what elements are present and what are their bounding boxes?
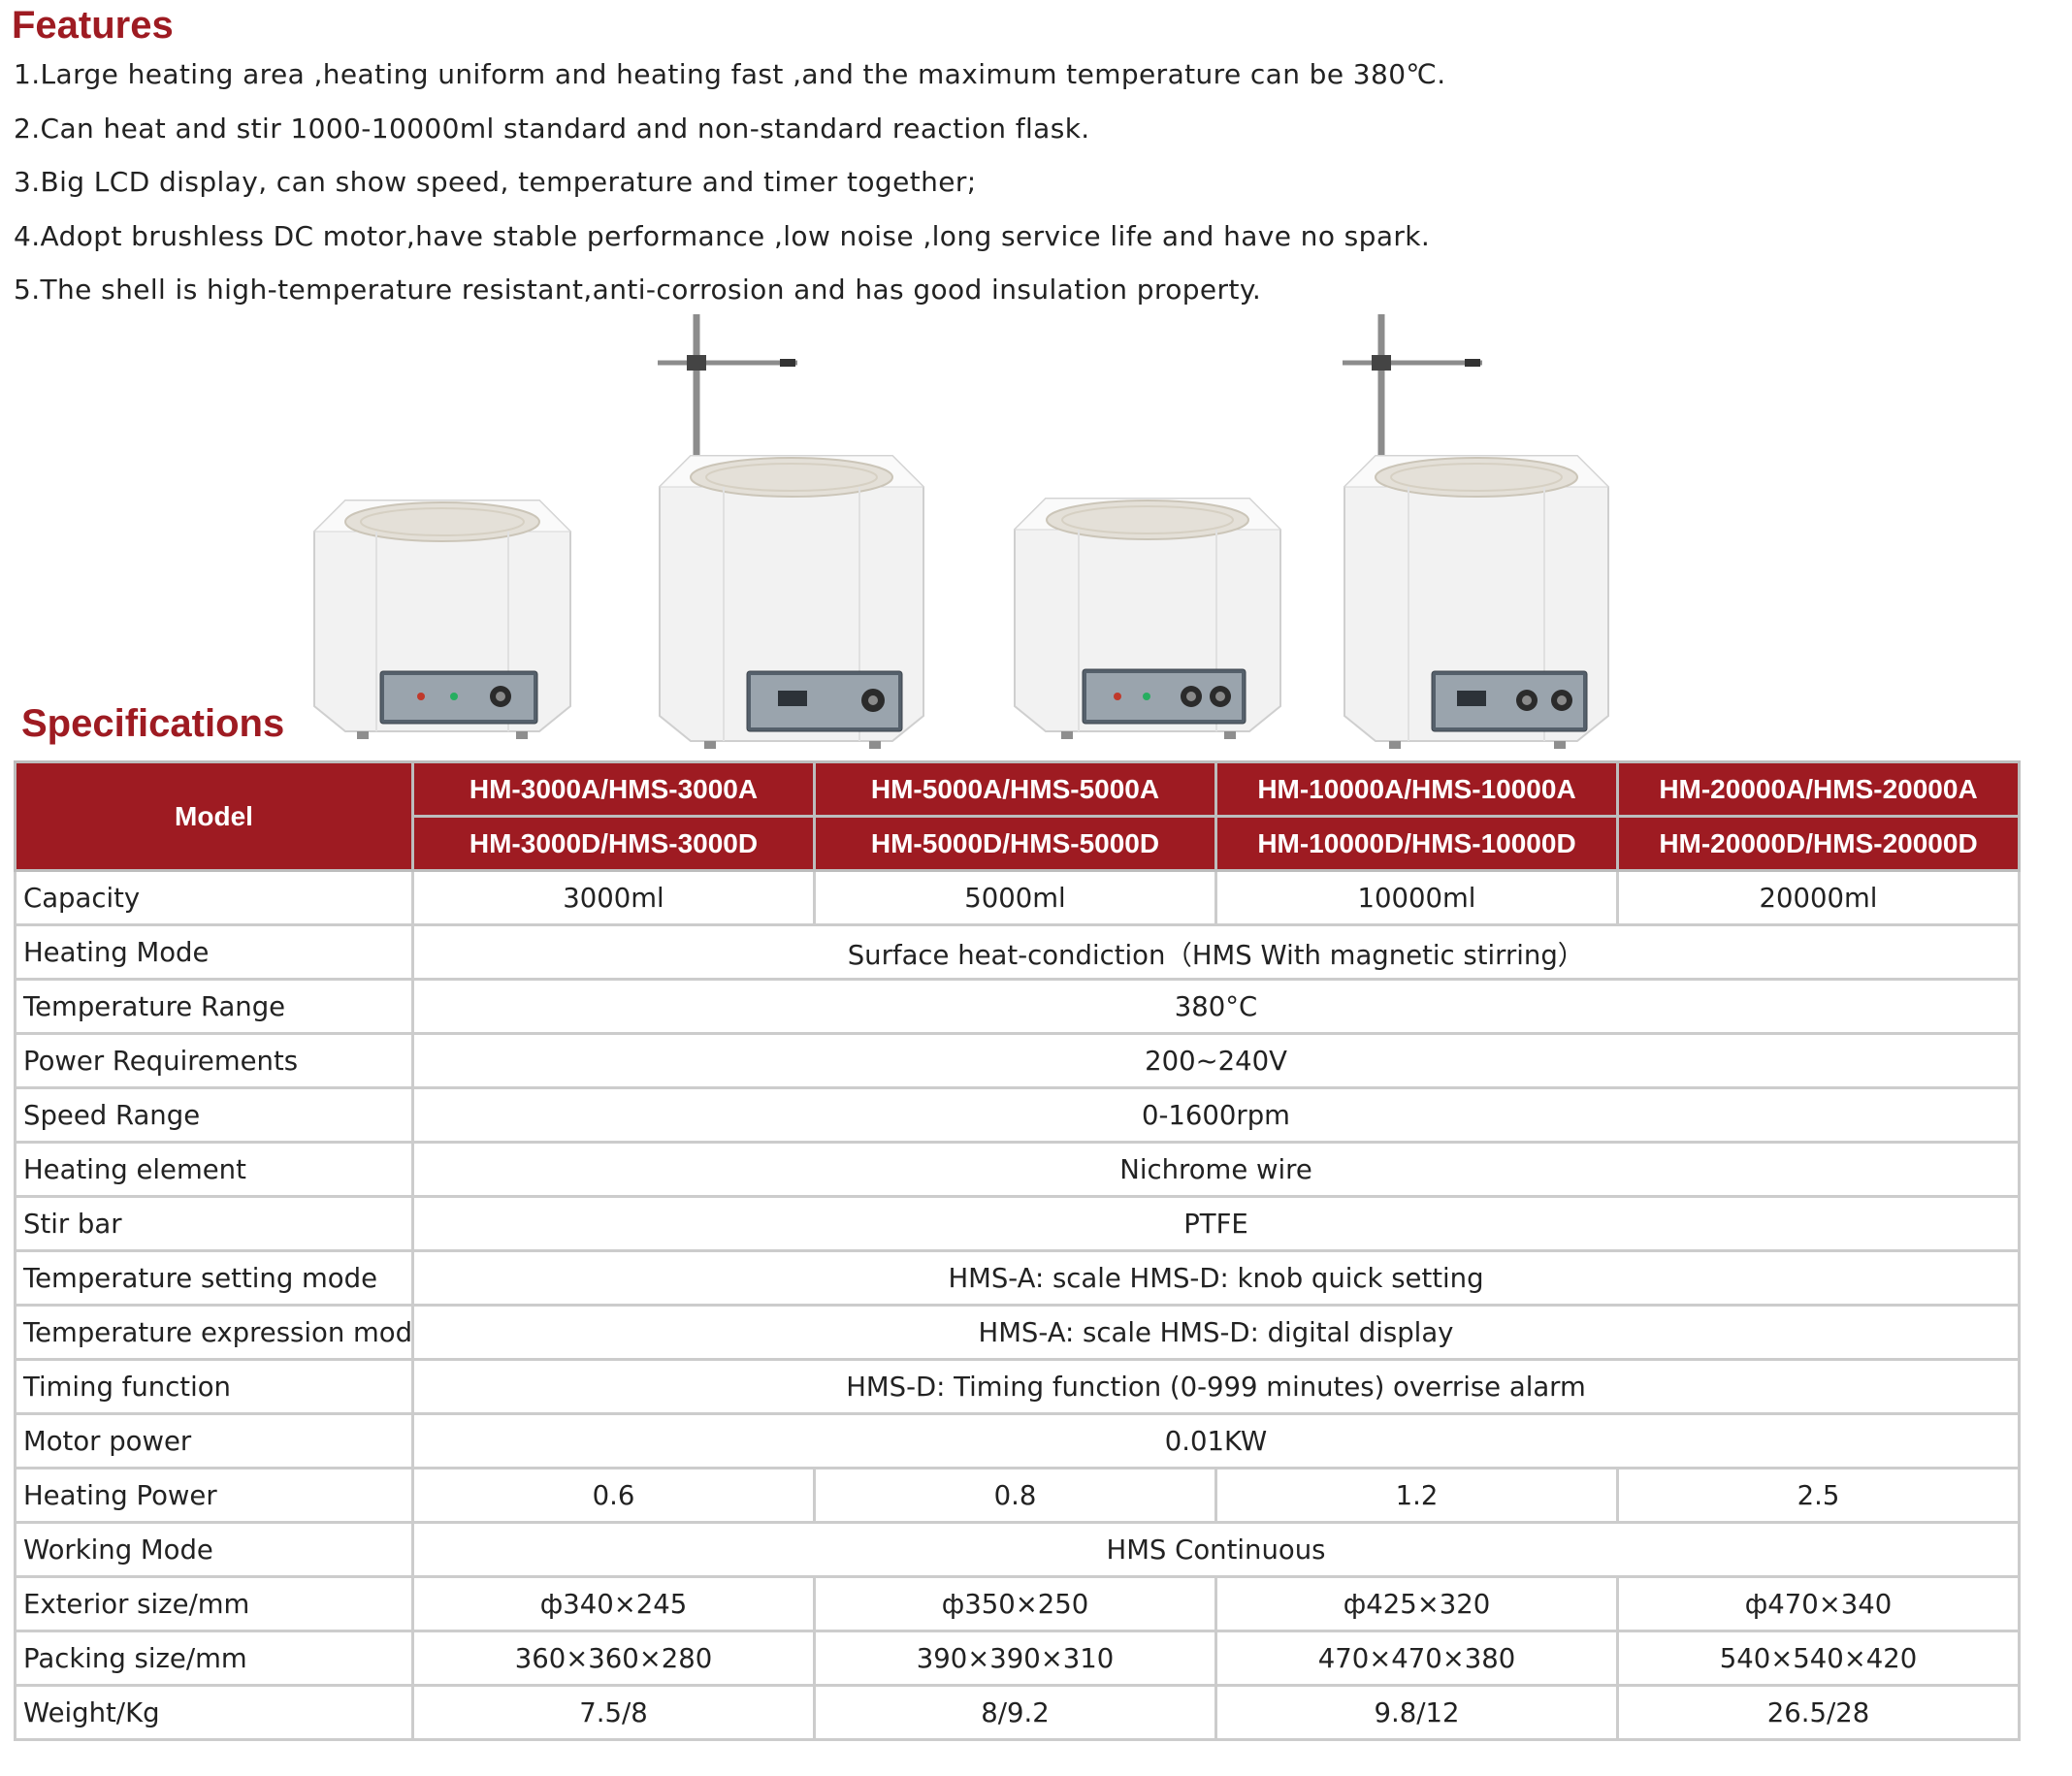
spec-label-cell: Packing size/mm bbox=[14, 1630, 414, 1687]
feature-item: 1.Large heating area ,heating uniform an… bbox=[14, 58, 1446, 90]
spec-value-cell: 10000ml bbox=[1214, 869, 1619, 926]
features-list: 1.Large heating area ,heating uniform an… bbox=[14, 56, 2051, 326]
model-a-cell: HM-10000A/HMS-10000A bbox=[1214, 760, 1619, 818]
spec-value-cell: ф470×340 bbox=[1616, 1575, 2021, 1632]
spec-value-cell: 0.8 bbox=[813, 1467, 1217, 1524]
spec-value-cell: HMS-A: scale HMS-D: digital display bbox=[411, 1304, 2021, 1361]
model-a-cell: HM-5000A/HMS-5000A bbox=[813, 760, 1217, 818]
spec-value-cell: ф425×320 bbox=[1214, 1575, 1619, 1632]
model-header-cell: Model bbox=[14, 760, 414, 872]
model-a-cell: HM-3000A/HMS-3000A bbox=[411, 760, 816, 818]
spec-label-cell: Motor power bbox=[14, 1412, 414, 1469]
spec-value-cell: 26.5/28 bbox=[1616, 1684, 2021, 1741]
spec-label-cell: Speed Range bbox=[14, 1086, 414, 1144]
spec-label-cell: Working Mode bbox=[14, 1521, 414, 1578]
spec-value-cell: PTFE bbox=[411, 1195, 2021, 1252]
spec-label-cell: Power Requirements bbox=[14, 1032, 414, 1089]
spec-value-cell: 2.5 bbox=[1616, 1467, 2021, 1524]
spec-value-cell: 8/9.2 bbox=[813, 1684, 1217, 1741]
table-header-row: Model HM-3000A/HMS-3000A HM-5000A/HMS-50… bbox=[14, 760, 2021, 872]
model-d-cell: HM-20000D/HMS-20000D bbox=[1616, 815, 2021, 872]
spec-value-cell: 360×360×280 bbox=[411, 1630, 816, 1687]
spec-value-cell: 7.5/8 bbox=[411, 1684, 816, 1741]
spec-label-cell: Temperature Range bbox=[14, 978, 414, 1035]
model-d-cell: HM-3000D/HMS-3000D bbox=[411, 815, 816, 872]
features-heading: Features bbox=[12, 4, 174, 47]
spec-value-cell: ф350×250 bbox=[813, 1575, 1217, 1632]
spec-label-cell: Heating Power bbox=[14, 1467, 414, 1524]
specifications-table: Model HM-3000A/HMS-3000A HM-5000A/HMS-50… bbox=[14, 760, 2021, 1741]
model-a-cell: HM-20000A/HMS-20000A bbox=[1616, 760, 2021, 818]
spec-label-cell: Stir bar bbox=[14, 1195, 414, 1252]
spec-label-cell: Heating Mode bbox=[14, 923, 414, 981]
spec-value-cell: 0.01KW bbox=[411, 1412, 2021, 1469]
spec-value-cell: 0-1600rpm bbox=[411, 1086, 2021, 1144]
spec-value-cell: 5000ml bbox=[813, 869, 1217, 926]
spec-value-cell: 20000ml bbox=[1616, 869, 2021, 926]
spec-value-cell: Nichrome wire bbox=[411, 1141, 2021, 1198]
feature-item: 2.Can heat and stir 1000-10000ml standar… bbox=[14, 112, 1090, 145]
spec-label-cell: Timing function bbox=[14, 1358, 414, 1415]
spec-value-cell: 540×540×420 bbox=[1616, 1630, 2021, 1687]
spec-value-cell: 9.8/12 bbox=[1214, 1684, 1619, 1741]
spec-value-cell: 380°C bbox=[411, 978, 2021, 1035]
spec-value-cell: 3000ml bbox=[411, 869, 816, 926]
spec-value-cell: ф340×245 bbox=[411, 1575, 816, 1632]
spec-value-cell: HMS-D: Timing function (0-999 minutes) o… bbox=[411, 1358, 2021, 1415]
feature-item: 4.Adopt brushless DC motor,have stable p… bbox=[14, 219, 1431, 252]
spec-value-cell: 390×390×310 bbox=[813, 1630, 1217, 1687]
spec-value-cell: 470×470×380 bbox=[1214, 1630, 1619, 1687]
spec-label-cell: Exterior size/mm bbox=[14, 1575, 414, 1632]
spec-label-cell: Temperature expression mode bbox=[14, 1304, 414, 1361]
spec-value-cell: 0.6 bbox=[411, 1467, 816, 1524]
spec-label-cell: Capacity bbox=[14, 869, 414, 926]
specifications-heading: Specifications bbox=[21, 702, 285, 745]
spec-value-cell: 1.2 bbox=[1214, 1467, 1619, 1524]
model-d-cell: HM-5000D/HMS-5000D bbox=[813, 815, 1217, 872]
spec-label-cell: Weight/Kg bbox=[14, 1684, 414, 1741]
spec-value-cell: 200~240V bbox=[411, 1032, 2021, 1089]
table-header-row: HM-3000D/HMS-3000D HM-5000D/HMS-5000D HM… bbox=[16, 815, 2021, 872]
heating-mantle-with-stand-image-4 bbox=[1343, 314, 1610, 749]
spec-label-cell: Heating element bbox=[14, 1141, 414, 1198]
spec-value-cell: HMS Continuous bbox=[411, 1521, 2021, 1578]
spec-label-cell: Temperature setting mode bbox=[14, 1249, 414, 1307]
product-photos bbox=[291, 308, 1630, 755]
spec-value-cell: Surface heat-condiction（HMS With magneti… bbox=[411, 923, 2021, 981]
heating-mantle-with-stand-image-2 bbox=[658, 314, 925, 749]
spec-value-cell: HMS-A: scale HMS-D: knob quick setting bbox=[411, 1249, 2021, 1307]
heating-mantle-image-3 bbox=[1013, 498, 1282, 739]
heating-mantle-image-1 bbox=[312, 500, 572, 739]
feature-item: 3.Big LCD display, can show speed, tempe… bbox=[14, 166, 977, 198]
feature-item: 5.The shell is high-temperature resistan… bbox=[14, 274, 1262, 306]
model-d-cell: HM-10000D/HMS-10000D bbox=[1214, 815, 1619, 872]
